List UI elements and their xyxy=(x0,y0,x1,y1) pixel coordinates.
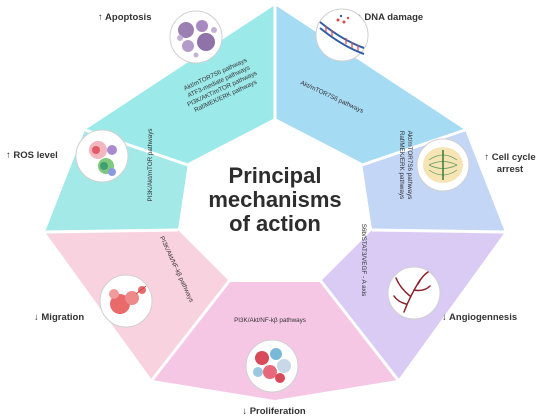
dna-helix-icon xyxy=(315,8,369,62)
center-title-line2: mechanisms xyxy=(208,187,341,212)
center-title-line1: Principal xyxy=(229,163,322,188)
label-migration: ↓ Migration xyxy=(34,312,84,323)
proliferation-pathway: PI3K/Akt/NF-kβ pathways xyxy=(234,317,306,324)
angiogenesis-pathway: S6b/STAT3/VEGF - A axis xyxy=(360,224,367,297)
label-dna-damage: ↑ DNA damage xyxy=(357,12,423,23)
label-cell-cycle-line2: arrest xyxy=(497,164,524,175)
label-proliferation: ↓ Proliferation xyxy=(242,406,306,417)
cell-cluster-icon xyxy=(169,10,223,64)
ros-pathway: PI3K/Akt/mTOR pathways xyxy=(147,128,154,201)
label-apoptosis: ↑ Apoptosis xyxy=(98,12,151,23)
label-angiogenesis: ↓ Angiogennesis xyxy=(442,312,517,323)
cell-mass-icon xyxy=(245,339,299,393)
label-ros: ↑ ROS level xyxy=(6,150,58,161)
ros-cell-icon xyxy=(75,129,129,183)
center-heptagon xyxy=(178,118,372,282)
blood-vessel-icon xyxy=(387,266,441,320)
segment-apoptosis xyxy=(85,5,275,165)
center-title-line3: of action xyxy=(229,211,321,236)
label-cell-cycle-line1: ↑ Cell cycle xyxy=(484,152,535,163)
migrating-cells-icon xyxy=(99,274,153,328)
dividing-cell-icon xyxy=(416,138,470,192)
cell-cycle-pathway-1: Akt/mTOR7S6 pathways xyxy=(406,131,413,200)
cell-cycle-pathway-2: Raf/MEK/ERK pathways xyxy=(398,131,405,199)
